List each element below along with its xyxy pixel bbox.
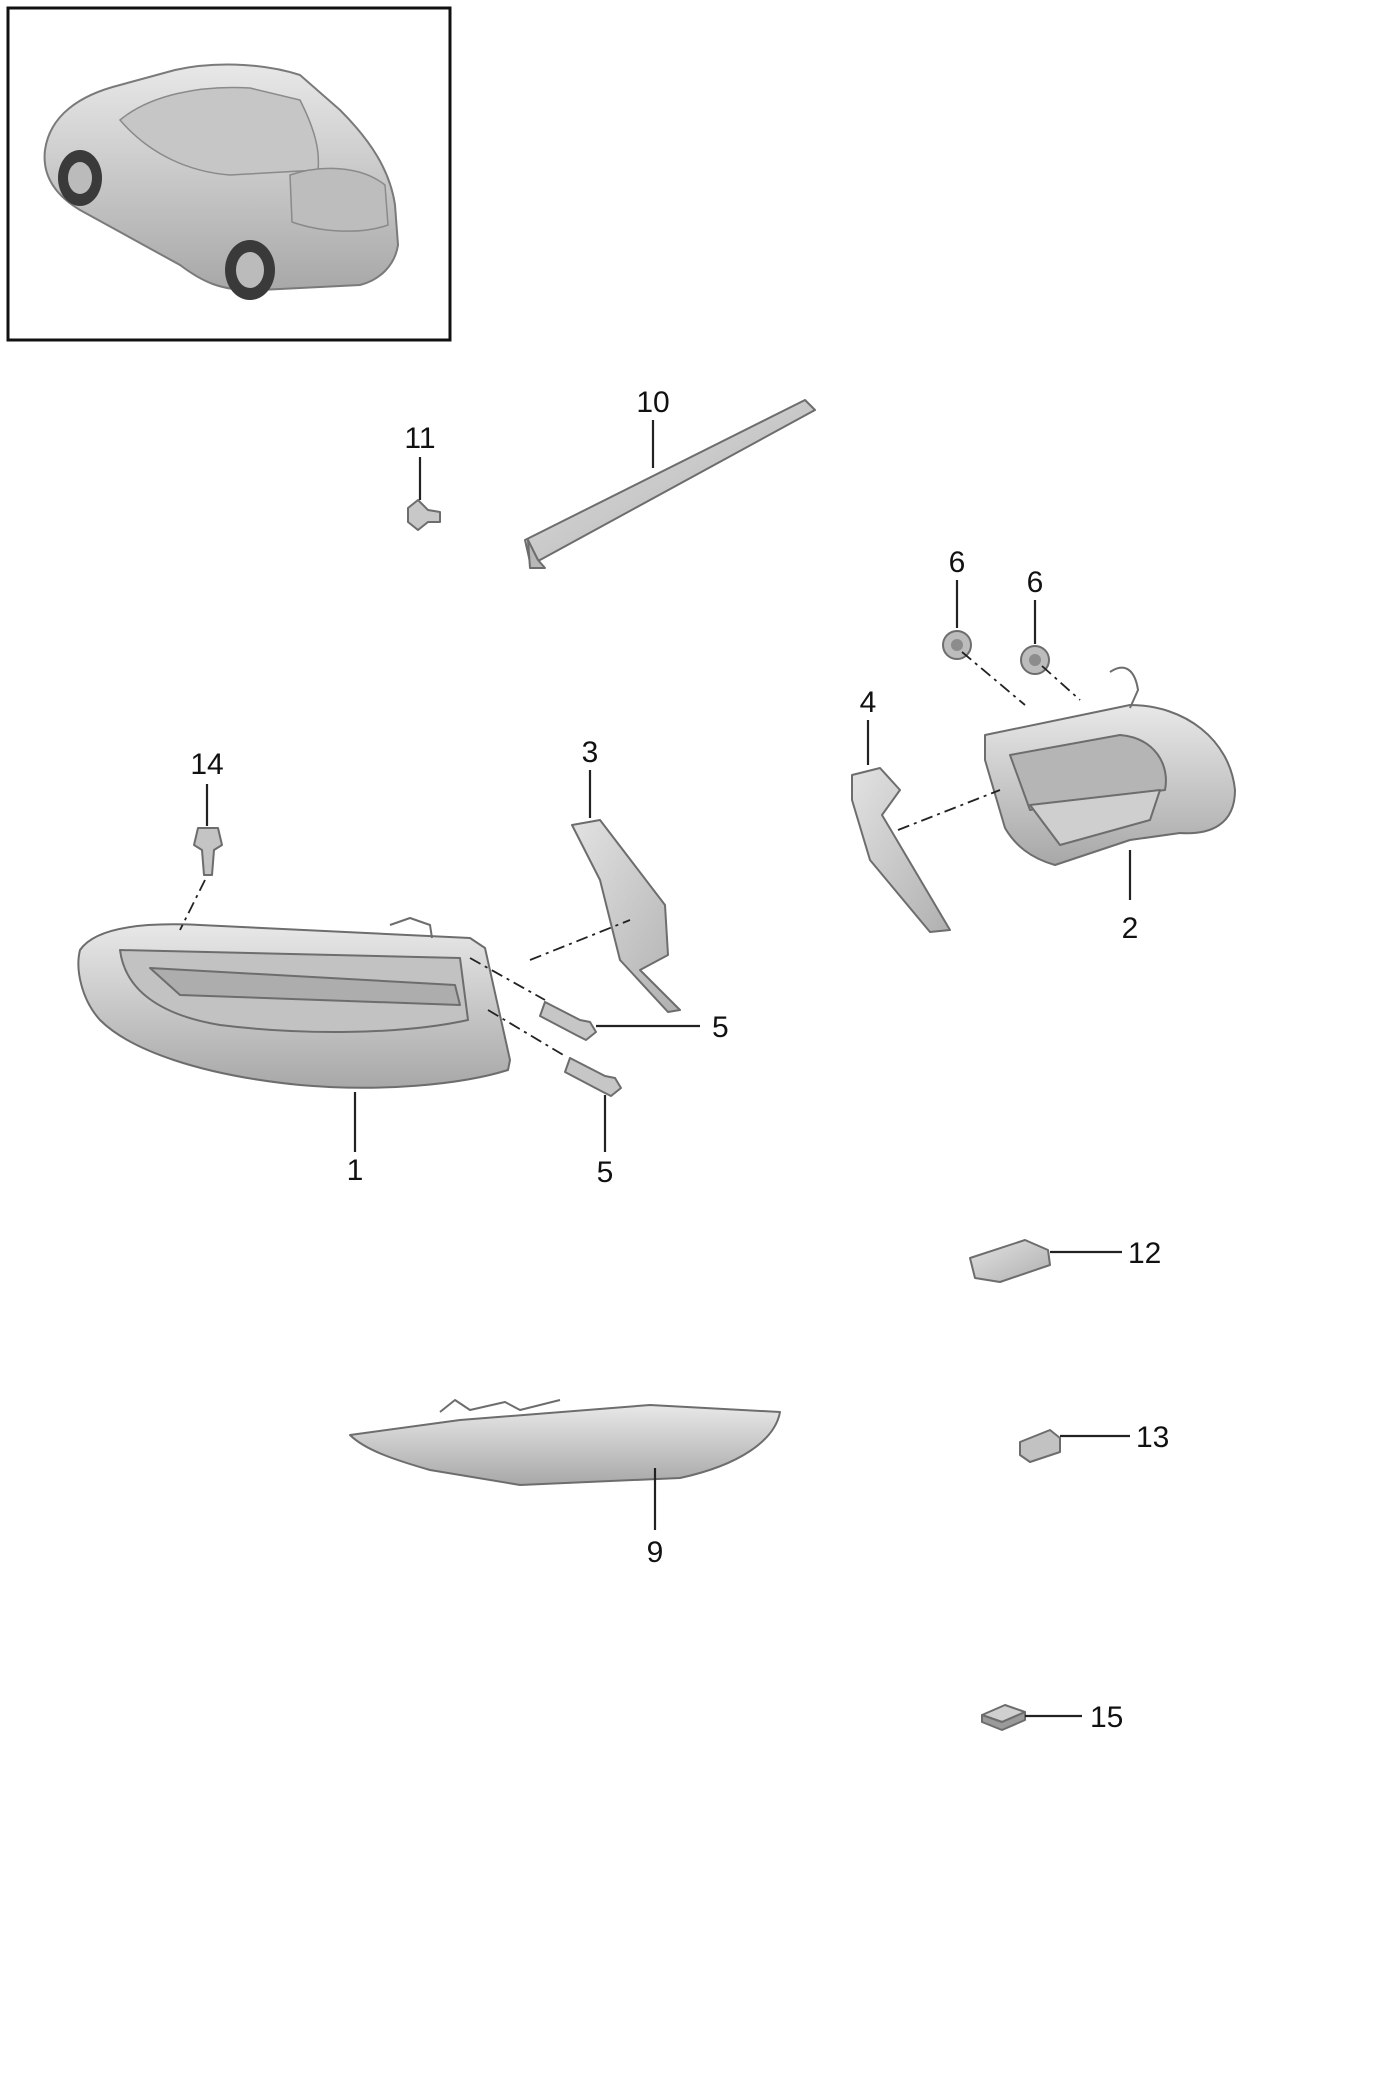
callout-15: 15 (1090, 1701, 1123, 1734)
part-13-bulb (1019, 1429, 1061, 1463)
leader-lines (205, 420, 1132, 1718)
install-line-6a (961, 651, 1026, 706)
part-6-nut-left (942, 630, 972, 660)
part-15-pad (981, 1704, 1026, 1731)
part-6-nut-right (1020, 645, 1050, 675)
install-line-5a (469, 957, 546, 1001)
callout-4: 4 (860, 686, 877, 719)
part-5-screw-lower (564, 1057, 622, 1097)
part-12-connector (969, 1239, 1051, 1283)
installation-lines (179, 651, 1081, 1057)
callout-1: 1 (347, 1154, 364, 1187)
install-line-4 (897, 789, 1001, 831)
install-line-5b (487, 1009, 566, 1057)
callout-10: 10 (636, 386, 669, 419)
part-2-tail-light-right (984, 666, 1236, 866)
install-line-14 (179, 879, 206, 931)
callout-5-upper: 5 (712, 1011, 729, 1044)
callout-9: 9 (647, 1536, 664, 1569)
callout-3: 3 (582, 736, 599, 769)
callout-12: 12 (1128, 1237, 1161, 1270)
part-1-tail-light-left (77, 917, 511, 1089)
part-3-bracket (571, 819, 681, 1013)
callout-6-right: 6 (1027, 566, 1044, 599)
part-4-gasket (851, 767, 951, 933)
vehicle-thumbnail (6, 6, 452, 342)
callout-11: 11 (404, 422, 435, 455)
callout-5-lower: 5 (597, 1156, 614, 1189)
part-9-bar-lamp (349, 1399, 781, 1486)
callout-6-left: 6 (949, 546, 966, 579)
callout-14: 14 (190, 748, 223, 781)
part-11-bolt (407, 499, 441, 531)
callout-2: 2 (1122, 912, 1139, 945)
part-10-strip (524, 399, 816, 569)
callout-13: 13 (1136, 1421, 1169, 1454)
part-14-screw (193, 827, 223, 876)
install-line-6b (1041, 665, 1081, 701)
part-5-screw-upper (539, 1001, 597, 1041)
vehicle-suv-rear-icon (43, 63, 400, 300)
install-line-3 (529, 919, 631, 961)
